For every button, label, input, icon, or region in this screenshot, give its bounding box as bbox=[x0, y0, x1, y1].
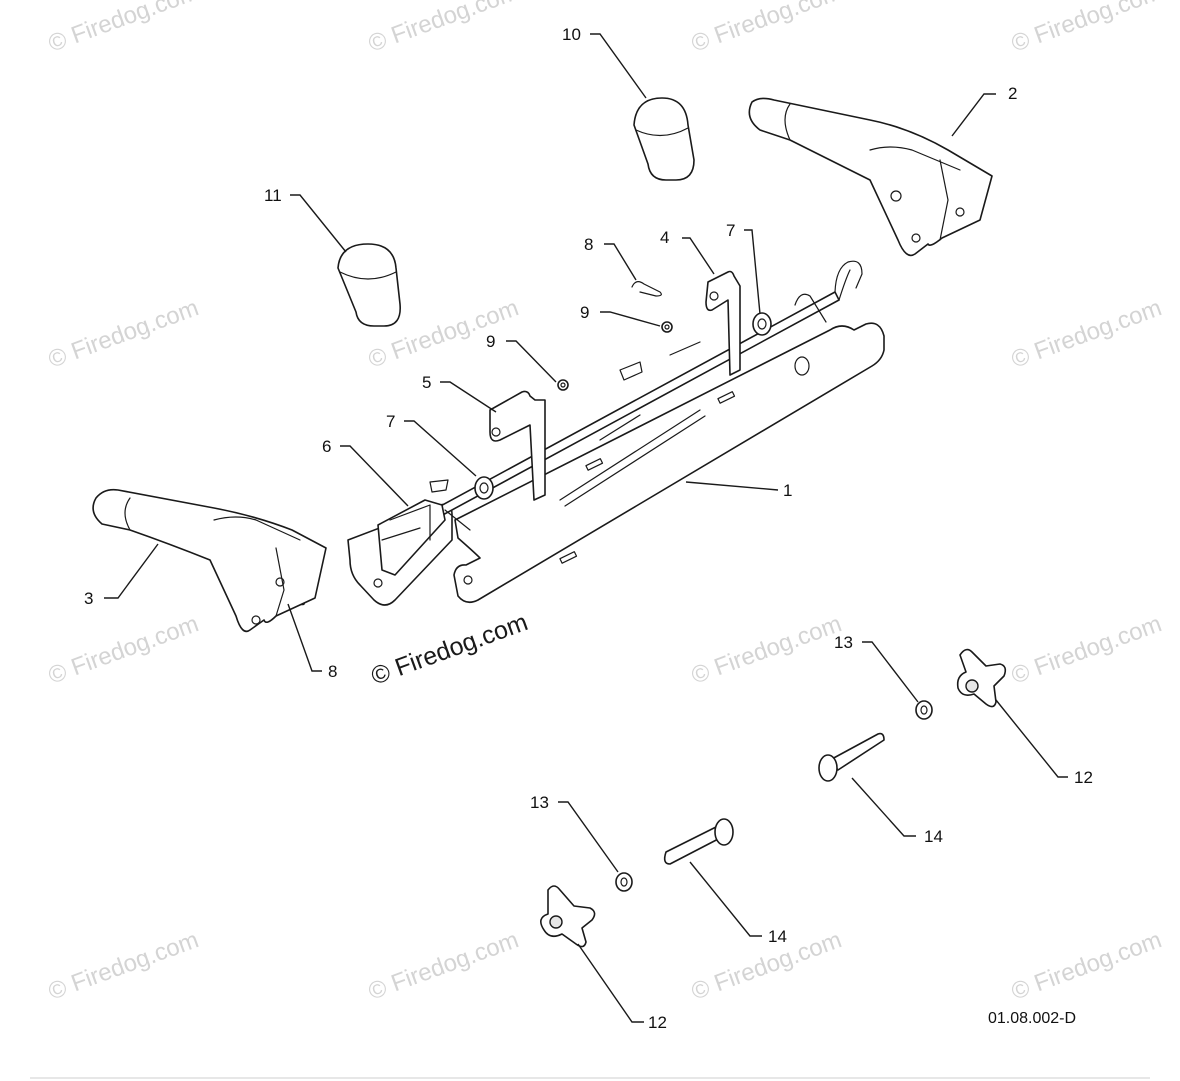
part-10-knob bbox=[633, 97, 695, 181]
callout-1: 1 bbox=[783, 481, 792, 500]
callout-12: 12 bbox=[648, 1013, 667, 1032]
part-11-knob bbox=[337, 243, 401, 327]
part-12-star-knob bbox=[540, 885, 596, 948]
part-14-bolt bbox=[818, 732, 885, 782]
watermark: © Firedog.com bbox=[45, 294, 202, 373]
watermark: © Firedog.com bbox=[45, 610, 202, 689]
callout-9: 9 bbox=[580, 303, 589, 322]
leader-lines bbox=[104, 33, 1068, 1023]
callout-14: 14 bbox=[924, 827, 943, 846]
watermark: © Firedog.com bbox=[45, 926, 202, 1005]
part-4-plate bbox=[619, 270, 741, 381]
drawing-code: 01.08.002-D bbox=[988, 1010, 1076, 1027]
watermark: © Firedog.com bbox=[1008, 610, 1165, 689]
callout-2: 2 bbox=[1008, 84, 1017, 103]
part-2-handle bbox=[748, 97, 993, 257]
part-6-bracket bbox=[377, 479, 471, 576]
callout-9: 9 bbox=[486, 332, 495, 351]
callout-labels: 1 2 3 4 5 6 7 7 8 8 9 9 10 11 12 12 13 1… bbox=[84, 25, 1093, 1032]
part-3-handle bbox=[92, 488, 327, 633]
callout-4: 4 bbox=[660, 228, 669, 247]
part-5-plate bbox=[489, 390, 546, 501]
callout-5: 5 bbox=[422, 373, 431, 392]
part-7-bushing bbox=[752, 312, 772, 336]
watermark: © Firedog.com bbox=[688, 0, 845, 58]
callout-3: 3 bbox=[84, 589, 93, 608]
watermark-dark: © Firedog.com bbox=[367, 608, 531, 691]
watermark: © Firedog.com bbox=[45, 0, 202, 58]
callout-7: 7 bbox=[386, 412, 395, 431]
part-9-nut bbox=[557, 379, 569, 391]
callout-14: 14 bbox=[768, 927, 787, 946]
watermark: © Firedog.com bbox=[688, 610, 845, 689]
part-8-hairpin-clip bbox=[631, 281, 662, 297]
watermark: © Firedog.com bbox=[688, 926, 845, 1005]
part-12-star-knob bbox=[956, 648, 1007, 708]
callout-6: 6 bbox=[322, 437, 331, 456]
callout-10: 10 bbox=[562, 25, 581, 44]
part-1-bracket-plate bbox=[453, 322, 885, 604]
watermark: © Firedog.com bbox=[1008, 294, 1165, 373]
shaft-clip bbox=[794, 293, 827, 323]
part-14-bolt bbox=[663, 818, 734, 865]
part-13-washer bbox=[615, 872, 633, 892]
callout-8: 8 bbox=[584, 235, 593, 254]
callout-13: 13 bbox=[834, 633, 853, 652]
watermark: © Firedog.com bbox=[365, 0, 522, 58]
callout-12: 12 bbox=[1074, 768, 1093, 787]
part-7-bushing bbox=[474, 476, 494, 500]
callout-7: 7 bbox=[726, 221, 735, 240]
callout-13: 13 bbox=[530, 793, 549, 812]
part-13-washer bbox=[915, 700, 933, 720]
watermark: © Firedog.com bbox=[1008, 0, 1165, 58]
watermark: © Firedog.com bbox=[1008, 926, 1165, 1005]
part-9-nut bbox=[661, 321, 673, 333]
callout-8: 8 bbox=[328, 662, 337, 681]
callout-11: 11 bbox=[264, 186, 282, 205]
watermark: © Firedog.com bbox=[365, 926, 522, 1005]
